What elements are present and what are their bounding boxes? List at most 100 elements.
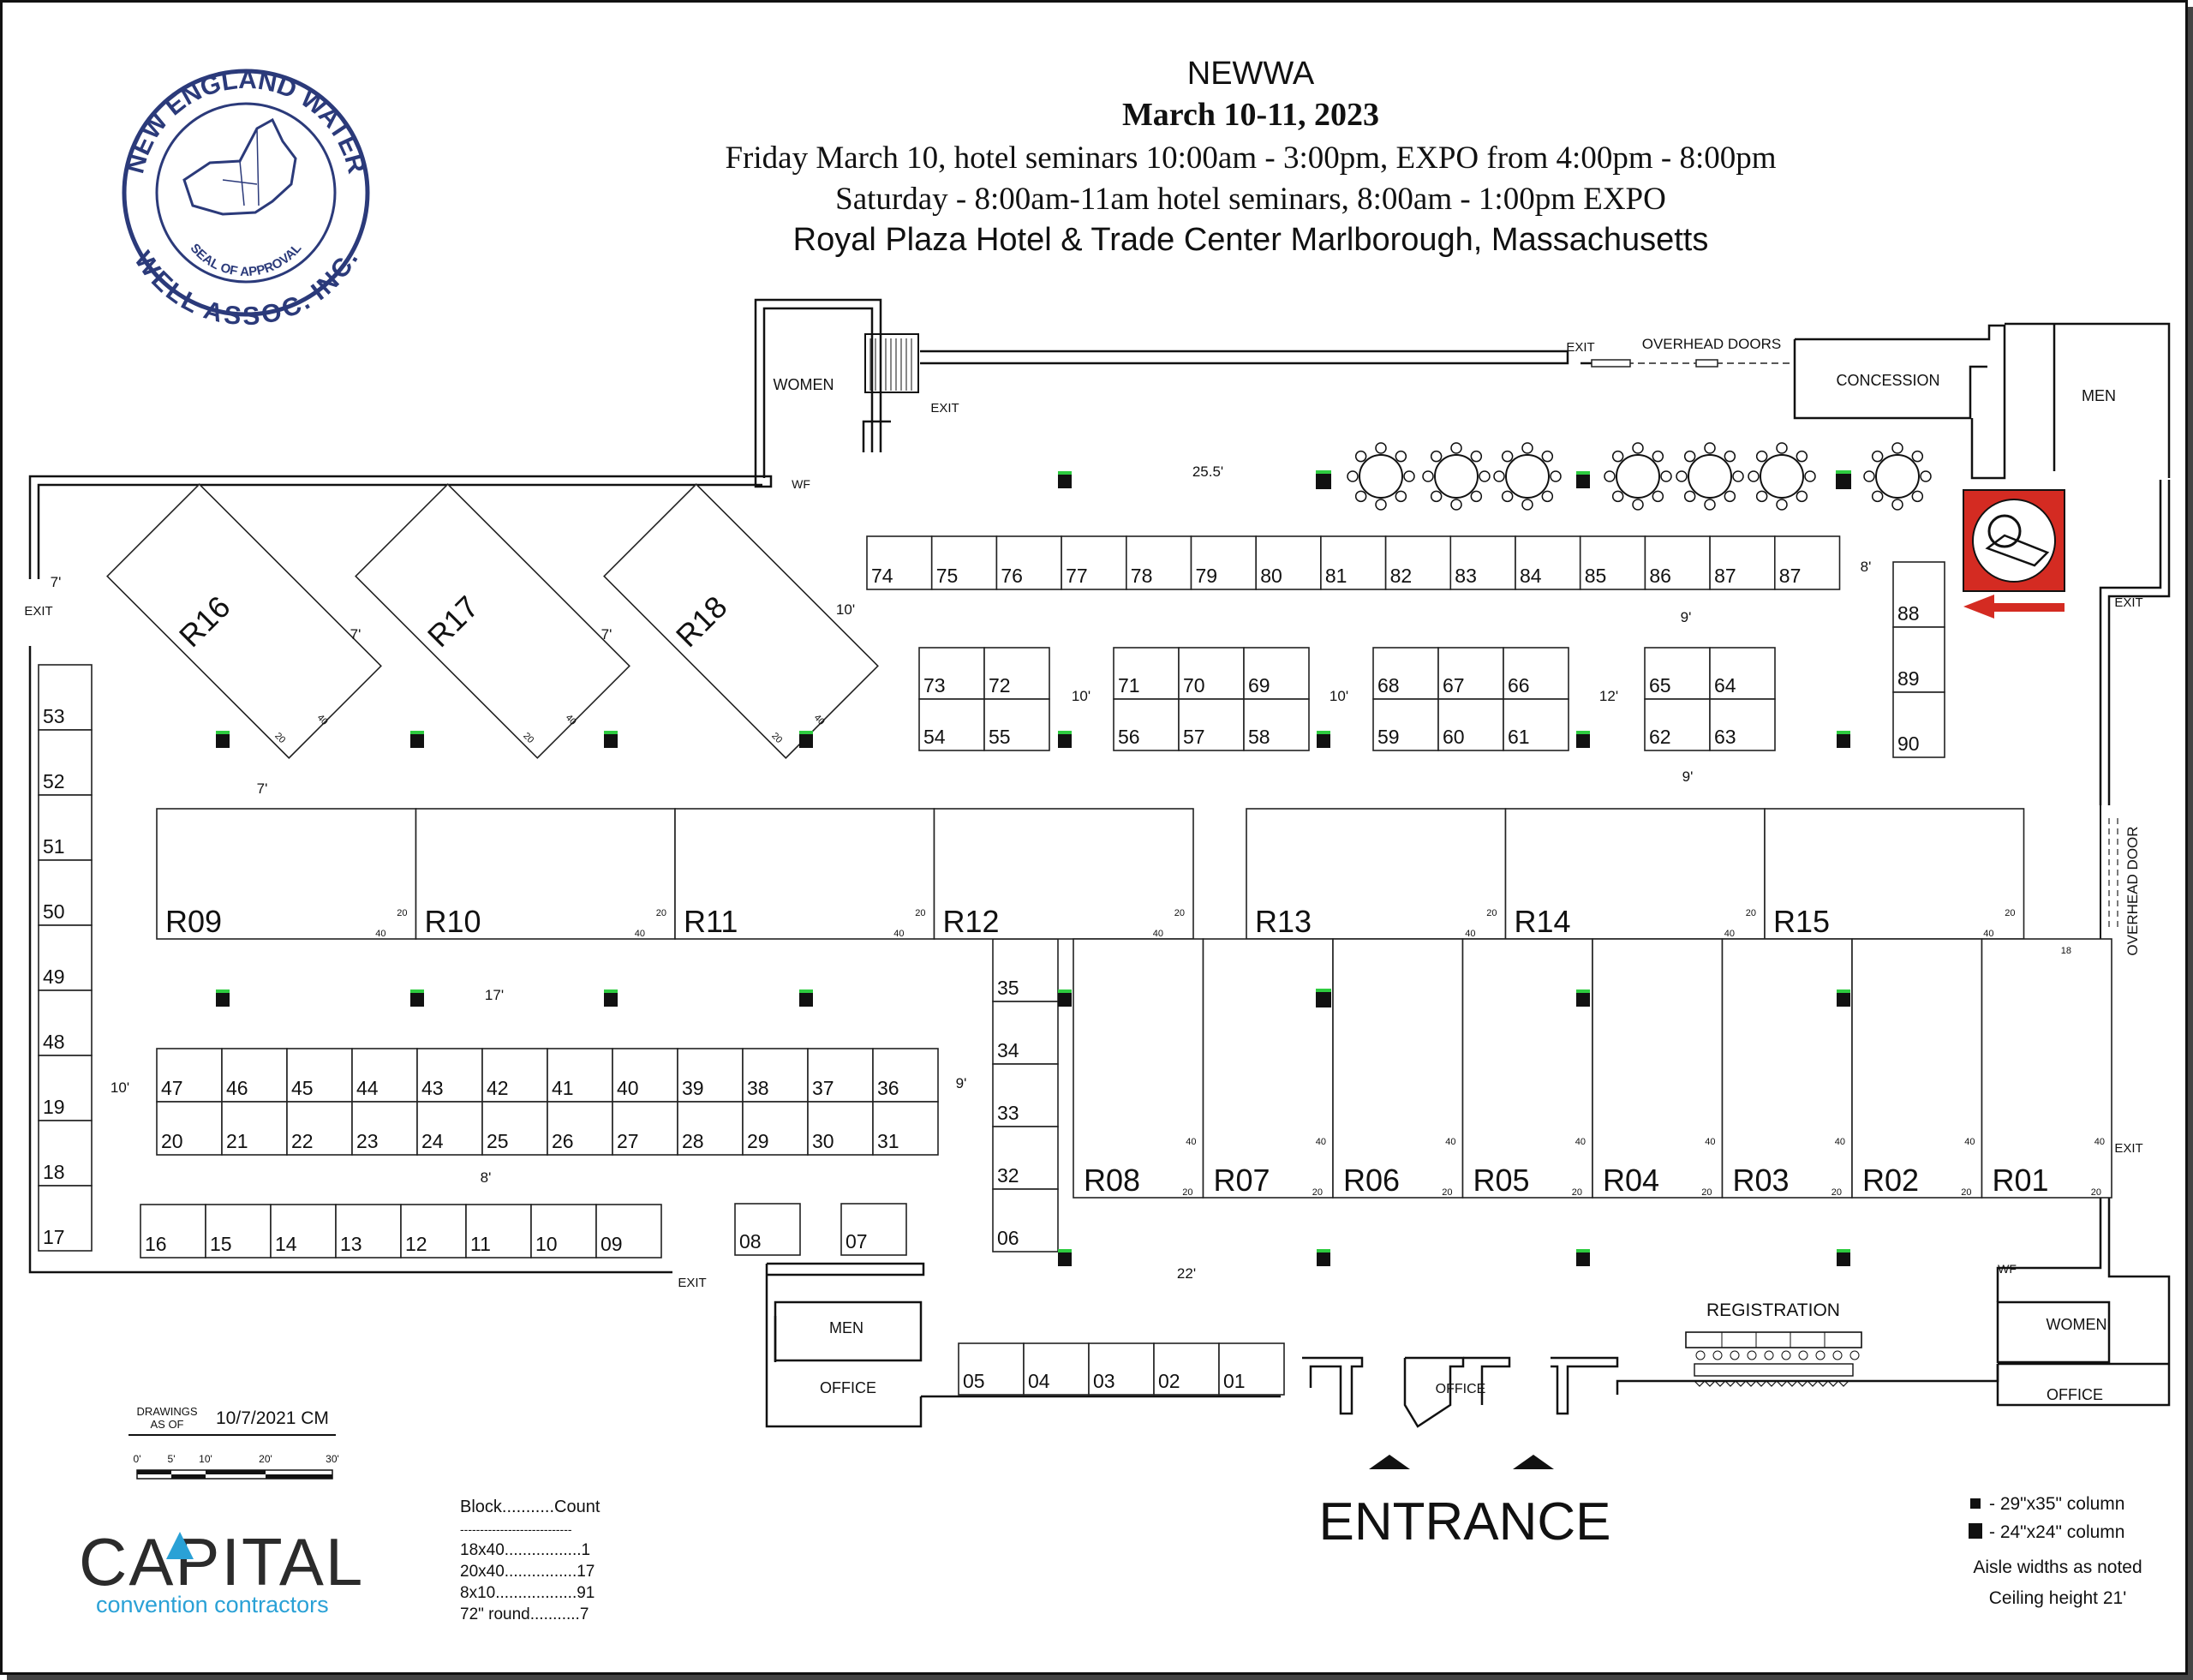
booth-50[interactable]: 50 — [38, 859, 93, 926]
booth-49[interactable]: 49 — [38, 924, 93, 991]
booth-85[interactable]: 85 — [1579, 535, 1646, 590]
booth-14[interactable]: 14 — [270, 1204, 337, 1259]
booth-56[interactable]: 56 — [1113, 698, 1180, 751]
booth-82[interactable]: 82 — [1384, 535, 1452, 590]
booth-52[interactable]: 52 — [38, 729, 93, 796]
booth-43[interactable]: 43 — [416, 1048, 483, 1103]
booth-16[interactable]: 16 — [140, 1204, 206, 1259]
booth-41[interactable]: 41 — [547, 1048, 613, 1103]
booth-02[interactable]: 02 — [1153, 1342, 1220, 1396]
booth-60[interactable]: 60 — [1437, 698, 1504, 751]
booth-40[interactable]: 40 — [612, 1048, 678, 1103]
booth-38[interactable]: 38 — [742, 1048, 809, 1103]
booth-33[interactable]: 33 — [992, 1063, 1059, 1127]
booth-74[interactable]: 74 — [866, 535, 933, 590]
booth-64[interactable]: 64 — [1709, 647, 1776, 700]
booth-28[interactable]: 28 — [677, 1101, 744, 1156]
booth-17[interactable]: 17 — [38, 1185, 93, 1252]
booth-54[interactable]: 54 — [918, 698, 985, 751]
booth-57[interactable]: 57 — [1178, 698, 1245, 751]
booth-65[interactable]: 65 — [1644, 647, 1711, 700]
booth-42[interactable]: 42 — [481, 1048, 548, 1103]
booth-76[interactable]: 76 — [995, 535, 1062, 590]
booth-84[interactable]: 84 — [1515, 535, 1581, 590]
booth-39[interactable]: 39 — [677, 1048, 744, 1103]
booth-19[interactable]: 19 — [38, 1055, 93, 1121]
booth-87[interactable]: 87 — [1774, 535, 1841, 590]
booth-04[interactable]: 04 — [1023, 1342, 1090, 1396]
booth-71[interactable]: 71 — [1113, 647, 1180, 700]
booth-51[interactable]: 51 — [38, 794, 93, 861]
booth-03[interactable]: 03 — [1088, 1342, 1155, 1396]
booth-30[interactable]: 30 — [807, 1101, 874, 1156]
booth-24[interactable]: 24 — [416, 1101, 483, 1156]
booth-58[interactable]: 58 — [1243, 698, 1310, 751]
booth-47[interactable]: 47 — [156, 1048, 223, 1103]
booth-34[interactable]: 34 — [992, 1001, 1059, 1065]
booth-79[interactable]: 79 — [1190, 535, 1257, 590]
booth-87[interactable]: 87 — [1709, 535, 1776, 590]
booth-62[interactable]: 62 — [1644, 698, 1711, 751]
booth-25[interactable]: 25 — [481, 1101, 548, 1156]
booth-55[interactable]: 55 — [983, 698, 1050, 751]
booth-83[interactable]: 83 — [1449, 535, 1516, 590]
booth-29[interactable]: 29 — [742, 1101, 809, 1156]
booth-81[interactable]: 81 — [1320, 535, 1387, 590]
booth-75[interactable]: 75 — [930, 535, 998, 590]
booth-12[interactable]: 12 — [400, 1204, 467, 1259]
booth-86[interactable]: 86 — [1644, 535, 1711, 590]
booth-73[interactable]: 73 — [918, 647, 985, 700]
booth-22[interactable]: 22 — [286, 1101, 353, 1156]
booth-53[interactable]: 53 — [38, 664, 93, 731]
booth-63[interactable]: 63 — [1709, 698, 1776, 751]
booth-31[interactable]: 31 — [872, 1101, 939, 1156]
booth-20[interactable]: 20 — [156, 1101, 223, 1156]
booth-15[interactable]: 15 — [205, 1204, 272, 1259]
booth-48[interactable]: 48 — [38, 989, 93, 1056]
booth-06[interactable]: 06 — [992, 1188, 1059, 1253]
booth-66[interactable]: 66 — [1503, 647, 1569, 700]
booth-01[interactable]: 01 — [1218, 1342, 1285, 1396]
booth-13[interactable]: 13 — [335, 1204, 402, 1259]
booth-32[interactable]: 32 — [992, 1126, 1059, 1190]
booth-05[interactable]: 05 — [958, 1342, 1025, 1396]
booth-08[interactable]: 08 — [734, 1203, 801, 1256]
booth-10[interactable]: 10 — [530, 1204, 597, 1259]
booth-11[interactable]: 11 — [465, 1204, 532, 1259]
booth-61[interactable]: 61 — [1503, 698, 1569, 751]
booth-77[interactable]: 77 — [1061, 535, 1127, 590]
booth-69[interactable]: 69 — [1243, 647, 1310, 700]
booth-07[interactable]: 07 — [840, 1203, 907, 1256]
booth-89[interactable]: 89 — [1892, 626, 1945, 693]
booth-46[interactable]: 46 — [221, 1048, 288, 1103]
booth-59[interactable]: 59 — [1372, 698, 1439, 751]
booth-68[interactable]: 68 — [1372, 647, 1439, 700]
booth-26[interactable]: 26 — [547, 1101, 613, 1156]
booth-72[interactable]: 72 — [983, 647, 1050, 700]
booth-45[interactable]: 45 — [286, 1048, 353, 1103]
booth-37[interactable]: 37 — [807, 1048, 874, 1103]
booth-35[interactable]: 35 — [992, 938, 1059, 1002]
booth-78[interactable]: 78 — [1126, 535, 1192, 590]
booth-88[interactable]: 88 — [1892, 561, 1945, 628]
booth-27[interactable]: 27 — [612, 1101, 678, 1156]
booth-44[interactable]: 44 — [351, 1048, 418, 1103]
booth-90[interactable]: 90 — [1892, 691, 1945, 758]
booth-67[interactable]: 67 — [1437, 647, 1504, 700]
booth-21[interactable]: 21 — [221, 1101, 288, 1156]
